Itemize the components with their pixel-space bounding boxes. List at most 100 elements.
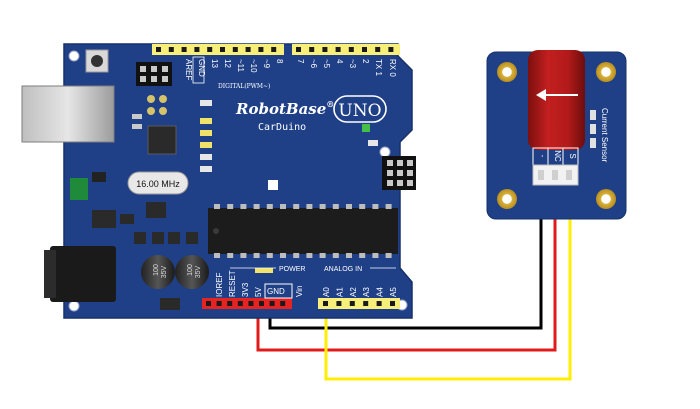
smd-component: [92, 210, 116, 228]
sensor-hole: [596, 189, 616, 209]
analog-caption: ANALOG IN: [324, 266, 362, 273]
led-on: [159, 107, 167, 115]
chip-pin: [332, 253, 339, 258]
digital-pin-label: ~9: [262, 59, 271, 69]
digital-pin-label: 7: [296, 59, 305, 64]
digital-pin-label: ~3: [348, 59, 357, 69]
chip-pin: [346, 253, 352, 258]
power-pin-label: Vin: [295, 286, 304, 297]
smd-component: [255, 268, 273, 273]
chip-pin: [253, 204, 260, 209]
chip-pin: [306, 204, 313, 209]
digital-pin-label: 4: [335, 59, 344, 64]
uno-badge: [333, 95, 387, 123]
header-hole: [375, 47, 381, 52]
uno-label: UNO: [338, 101, 381, 121]
header-hole: [258, 47, 264, 52]
smd-component: [200, 118, 212, 124]
smd-component: [368, 140, 378, 146]
plug-pin: [566, 170, 572, 180]
chip-pin: [319, 204, 326, 209]
chip-pin: [372, 204, 379, 209]
digital-pin-label: RX 0: [388, 59, 397, 77]
digital-header-left: [152, 44, 284, 55]
chip-pin: [372, 253, 379, 258]
analog-pin-label: A5: [389, 287, 398, 297]
capacitor-1: 100 35V: [141, 255, 175, 289]
chip-pin: [359, 204, 366, 209]
digital-header-right: [292, 44, 400, 55]
digital-pin-label: ~6: [309, 59, 318, 69]
usb-chip: [147, 125, 177, 155]
header-hole: [206, 301, 211, 306]
current-coil: [528, 50, 585, 150]
header-hole: [349, 301, 355, 306]
header-hole: [348, 47, 354, 52]
power-pin-label: GND: [267, 287, 285, 296]
header-hole: [363, 301, 369, 306]
header-hole: [362, 47, 367, 52]
analog-pin-label: A0: [322, 287, 331, 297]
header-hole: [220, 47, 225, 52]
header-hole: [309, 47, 315, 52]
chip-pin: [253, 253, 260, 258]
digital-pin-label: TX 1: [374, 59, 383, 76]
sensor-hole: [497, 189, 517, 209]
cap-2-label-a: 100: [187, 264, 194, 276]
chip-pin: [346, 204, 352, 209]
smd-component: [70, 178, 88, 200]
header-hole: [296, 47, 301, 52]
smd-component: [160, 298, 180, 310]
icsp-top-pins: [140, 66, 168, 82]
chip-pin: [280, 253, 286, 258]
board-hole: [379, 146, 391, 158]
digital-pin-label: 13: [210, 59, 219, 68]
header-hole: [271, 47, 277, 52]
header-hole: [216, 301, 222, 306]
digital-pin-label: ~11: [236, 59, 245, 73]
smd-component: [200, 142, 212, 148]
smd-component: [92, 172, 106, 182]
power-pin-label: 5V: [254, 287, 263, 297]
chip-pin: [319, 253, 326, 258]
header-hole: [322, 47, 328, 52]
model-name: CarDuino: [258, 122, 306, 133]
smd-component: [146, 202, 166, 218]
top-gnd-highlight: [192, 56, 205, 84]
chip-pin: [266, 204, 273, 209]
smd-component: [132, 114, 142, 119]
digital-pin-label: 2: [361, 59, 370, 64]
icsp-right-pins: [387, 160, 413, 186]
wire-signal: [324, 190, 572, 381]
chip-pin: [227, 204, 234, 209]
led-tx: [159, 95, 167, 103]
header-hole: [232, 47, 238, 52]
header-hole: [280, 301, 286, 306]
icsp-header-top: [136, 62, 172, 86]
power-pin-label: RESET: [228, 270, 237, 297]
chip-pin: [214, 253, 220, 258]
sensor-smd: [590, 110, 596, 120]
chip-pin: [306, 253, 313, 258]
smd-component: [168, 232, 180, 244]
chip-pin: [280, 204, 286, 209]
smd-component: [268, 180, 278, 190]
crystal-label: 16.00 MHz: [136, 179, 180, 189]
cap-1-label-a: 100: [153, 264, 160, 276]
board-hole: [68, 300, 80, 312]
digital-caption: DIGITAL(PWM~): [218, 83, 270, 90]
header-hole: [388, 47, 394, 52]
header-hole: [227, 301, 233, 306]
header-hole: [237, 301, 243, 306]
chip-pin: [266, 253, 273, 258]
dc-jack: [50, 246, 116, 302]
usb-connector: [21, 85, 115, 143]
header-hole: [168, 47, 174, 52]
cap-2-label-b: 35V: [195, 265, 202, 278]
analog-pin-label: A4: [376, 287, 385, 297]
chip-pin: [227, 253, 234, 258]
digital-pin-label: 12: [223, 59, 232, 68]
brand-logo: RobotBase®: [235, 99, 334, 118]
